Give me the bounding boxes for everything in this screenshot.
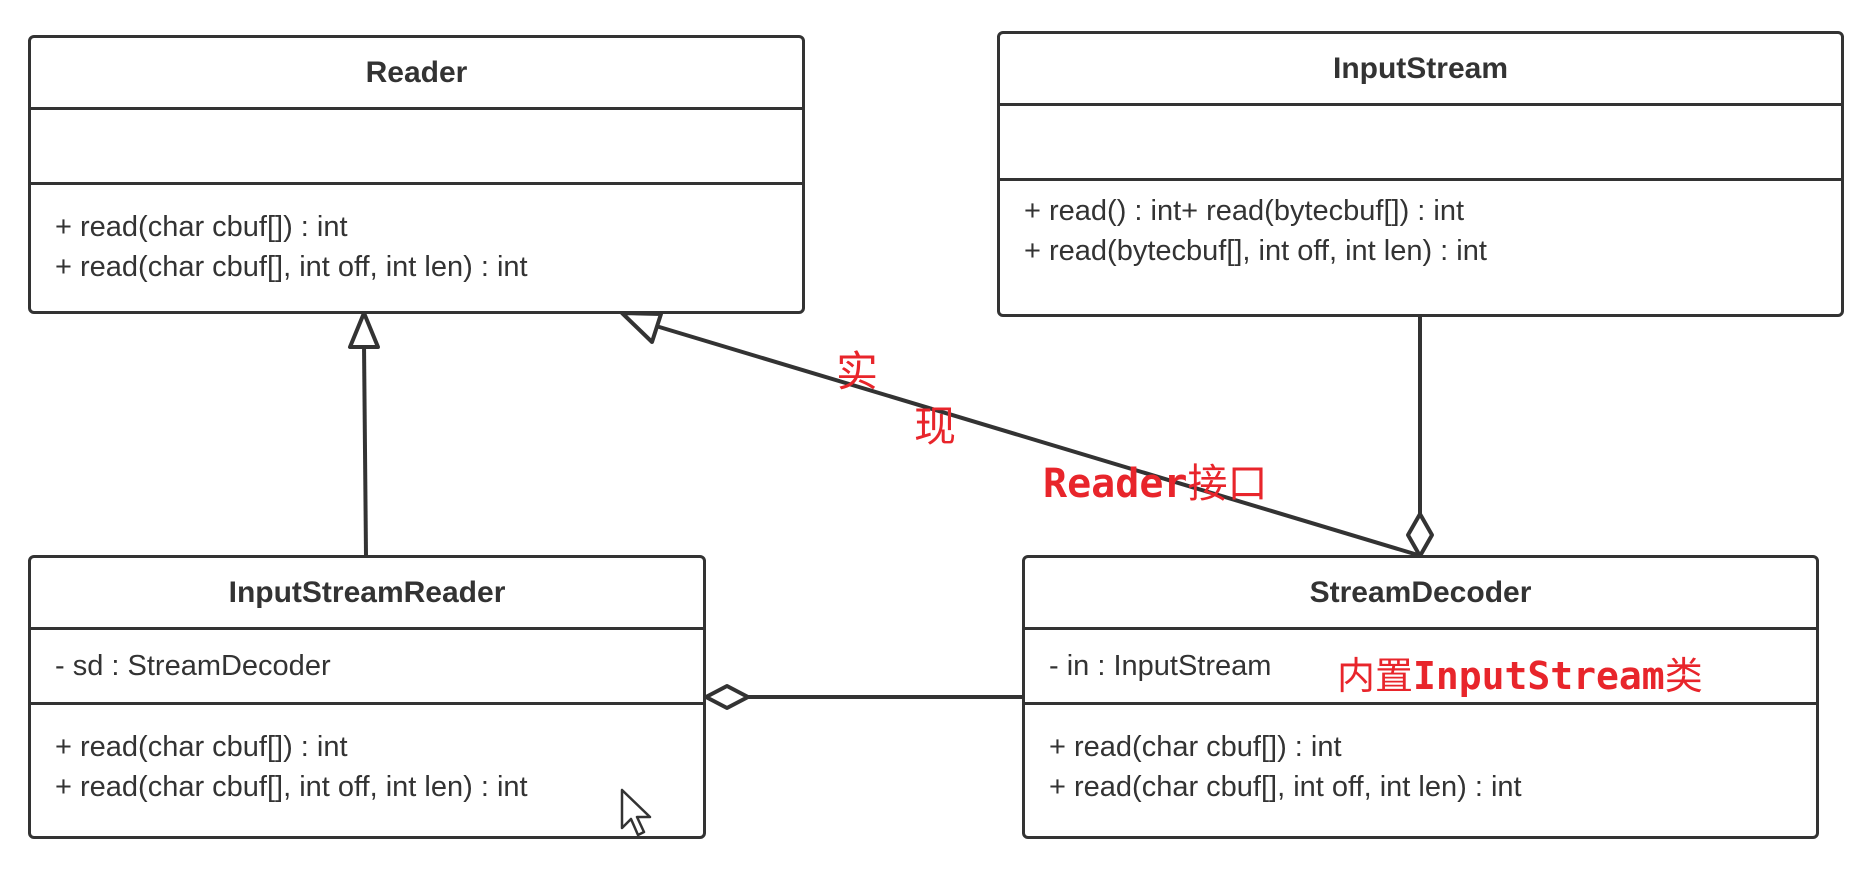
operation: + read(char cbuf[]) : int [55,731,348,763]
aggregation-diamond-sd [1406,512,1434,558]
class-name: InputStreamReader [31,558,703,630]
class-inputstream[interactable]: InputStream + read() : int+ read(bytecbu… [997,31,1844,317]
class-name: Reader [31,38,802,110]
operation: + read(char cbuf[], int off, int len) : … [55,251,528,283]
annotation-implement-char1: 实 [836,347,879,396]
operations-section: + read(char cbuf[]) : int + read(char cb… [31,185,802,287]
realization-line-sd-to-reader [655,324,1419,557]
annotation-interface-word: 接口 [1187,461,1268,507]
operation: + read() : int+ read(bytecbuf[]) : int [1024,195,1465,227]
class-streamdecoder[interactable]: StreamDecoder - in : InputStream + read(… [1022,555,1819,839]
generalization-line-isr-to-reader [362,343,368,557]
realization-arrowhead-sd [620,311,663,344]
attributes-section: - sd : StreamDecoder [31,630,703,705]
operation: + read(char cbuf[]) : int [55,211,348,243]
operations-section: + read(char cbuf[]) : int + read(char cb… [1025,705,1816,807]
annotation-inputstream-word: InputStream [1413,654,1665,698]
mouse-cursor-icon [620,788,652,837]
operation: + read(char cbuf[]) : int [1049,731,1342,763]
class-name: StreamDecoder [1025,558,1816,630]
operation: + read(bytecbuf[], int off, int len) : i… [1024,235,1487,267]
annotation-implement-char2: 现 [914,402,957,451]
annotation-builtin-inputstream: 内置InputStream类 [1337,645,1703,700]
attributes-section: - in : InputStream [1025,630,1816,705]
operation: + read(char cbuf[], int off, int len) : … [55,771,528,803]
aggregation-diamond-isr [704,684,750,710]
class-inputstreamreader[interactable]: InputStreamReader - sd : StreamDecoder +… [28,555,706,839]
class-name: InputStream [1000,34,1841,106]
annotation-builtin-word: 内置 [1337,654,1414,698]
operations-section: + read() : int+ read(bytecbuf[]) : int +… [1000,181,1841,271]
attributes-section [1000,106,1841,181]
operations-section: + read(char cbuf[]) : int + read(char cb… [31,705,703,807]
operation: + read(char cbuf[], int off, int len) : … [1049,771,1522,803]
class-reader[interactable]: Reader + read(char cbuf[]) : int + read(… [28,35,805,314]
generalization-arrowhead-isr [348,311,380,349]
annotation-class-word: 类 [1664,654,1703,698]
attributes-section [31,110,802,185]
annotation-reader-word: Reader [1043,461,1188,507]
annotation-reader-interface: Reader接口 [1043,451,1268,509]
